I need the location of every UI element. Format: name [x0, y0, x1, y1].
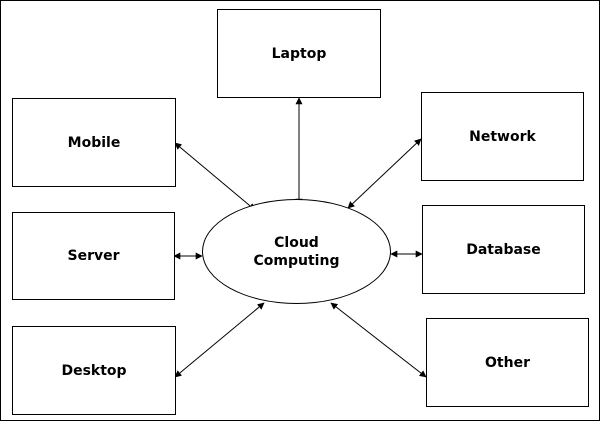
node-server-label: Server: [67, 248, 120, 264]
arrow-network: [347, 138, 422, 209]
node-desktop: Desktop: [12, 326, 176, 415]
node-laptop: Laptop: [217, 9, 381, 98]
node-network: Network: [421, 92, 584, 181]
arrow-mobile: [174, 142, 256, 211]
node-network-label: Network: [469, 128, 536, 145]
node-other: Other: [426, 318, 589, 407]
node-mobile-label: Mobile: [67, 134, 121, 151]
node-cloud-computing-label: Cloud Computing: [253, 234, 340, 269]
arrow-other: [330, 302, 427, 378]
node-database: Database: [422, 205, 585, 294]
arrow-desktop: [174, 302, 265, 378]
node-server: Server: [12, 212, 175, 300]
node-mobile: Mobile: [12, 98, 176, 187]
node-other-label: Other: [485, 354, 530, 371]
node-laptop-label: Laptop: [271, 45, 327, 62]
node-cloud-computing: Cloud Computing: [202, 199, 391, 304]
node-desktop-label: Desktop: [61, 362, 127, 379]
node-database-label: Database: [466, 241, 541, 258]
